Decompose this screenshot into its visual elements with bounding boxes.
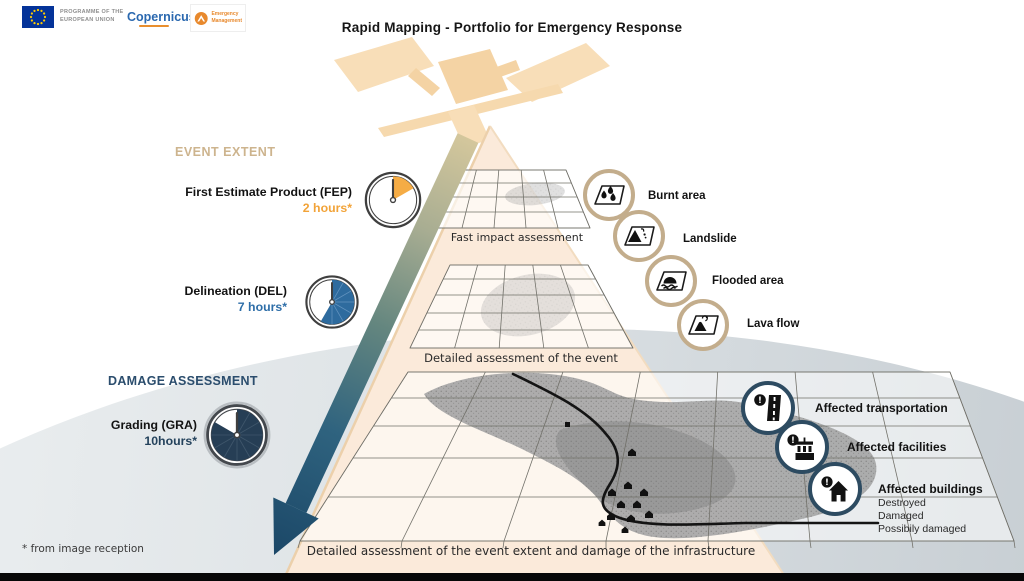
clock-icon-gra: [203, 401, 271, 469]
product-gra-name: Grading (GRA): [110, 418, 197, 432]
road-line: [511, 372, 880, 526]
affected-buildings-icon: !: [821, 476, 848, 502]
clock-icon-del: [305, 275, 359, 329]
emergency-management-logo: Emergency Management: [190, 4, 246, 32]
product-del: Delineation (DEL) 7 hours*: [185, 283, 287, 315]
damage-circle-buildings: !: [808, 462, 862, 516]
exclamation-badge: [821, 476, 833, 488]
building-cluster-icons: [565, 422, 653, 533]
hazard-label-lava-flow: Lava flow: [747, 318, 800, 330]
landslide-icon: [624, 226, 655, 246]
damage-circle-transportation: !: [741, 381, 795, 435]
svg-text:!: !: [825, 478, 829, 488]
product-gra: Grading (GRA) 10hours*: [111, 417, 197, 449]
exclamation-badge: [787, 434, 799, 446]
svg-text:!: !: [791, 436, 795, 446]
damage-label-transportation: Affected transportation: [815, 401, 948, 415]
sub-label-destroyed: Destroyed: [878, 497, 926, 509]
emergency-logo-label: Emergency Management: [211, 11, 242, 24]
timeline-arrow: [273, 133, 479, 555]
product-del-time: 7 hours*: [237, 300, 287, 314]
event-extent-blob-core: [555, 421, 736, 514]
assessment-grid-damage: [297, 371, 1016, 549]
svg-text:!: !: [758, 396, 762, 406]
damage-label-buildings: Affected buildings: [878, 482, 983, 496]
damage-assessment-heading: DAMAGE ASSESSMENT: [108, 374, 258, 388]
hazard-circle-landslide: [613, 210, 665, 262]
assessment-grid-event: [409, 264, 634, 349]
buildings-sub-labels: Destroyed Damaged Possibily damaged: [878, 497, 966, 536]
damage-circle-facilities: !: [775, 420, 829, 474]
level-label-detailed-infrastructure: Detailed assessment of the event extent …: [306, 544, 756, 558]
copernicus-logo-underline: [139, 25, 169, 27]
flooded-area-icon: [656, 271, 687, 291]
event-extent-heading: EVENT EXTENT: [175, 145, 276, 159]
hazard-circle-burnt-area: [583, 169, 635, 221]
product-gra-time: 10hours*: [144, 434, 197, 448]
exclamation-badge: [754, 394, 766, 406]
level-label-detailed-event: Detailed assessment of the event: [424, 351, 618, 365]
hazard-label-flooded-area: Flooded area: [712, 275, 784, 287]
sub-label-possibly-damaged: Possibily damaged: [878, 523, 967, 535]
product-del-name: Delineation (DEL): [184, 284, 287, 298]
affected-transportation-icon: !: [754, 394, 781, 421]
burnt-area-icon: [594, 185, 625, 205]
lava-flow-icon: [688, 315, 719, 335]
hazard-label-burnt-area: Burnt area: [648, 190, 706, 202]
level-label-fast-impact: Fast impact assessment: [450, 231, 584, 244]
product-fep: First Estimate Product (FEP) 2 hours*: [185, 184, 352, 216]
footnote: * from image reception: [22, 543, 144, 555]
clock-icon-fep: [364, 171, 422, 229]
hazard-label-landslide: Landslide: [683, 233, 737, 245]
copernicus-logo: Copernicus: [127, 10, 196, 24]
eu-programme-label: PROGRAMME OF THE EUROPEAN UNION: [60, 9, 124, 23]
sub-label-damaged: Damaged: [878, 510, 924, 522]
satellite-icon: [334, 37, 610, 147]
product-fep-time: 2 hours*: [302, 201, 352, 215]
hazard-circle-flooded-area: [645, 255, 697, 307]
emergency-logo-icon: [194, 11, 208, 25]
hazard-circle-lava-flow: [677, 299, 729, 351]
eu-flag-logo: [22, 6, 54, 28]
product-fep-name: First Estimate Product (FEP): [185, 185, 352, 199]
damage-label-facilities: Affected facilities: [847, 440, 947, 454]
page-title: Rapid Mapping - Portfolio for Emergency …: [341, 20, 683, 35]
affected-facilities-icon: !: [787, 434, 814, 460]
bottom-border-bar: [0, 573, 1024, 581]
